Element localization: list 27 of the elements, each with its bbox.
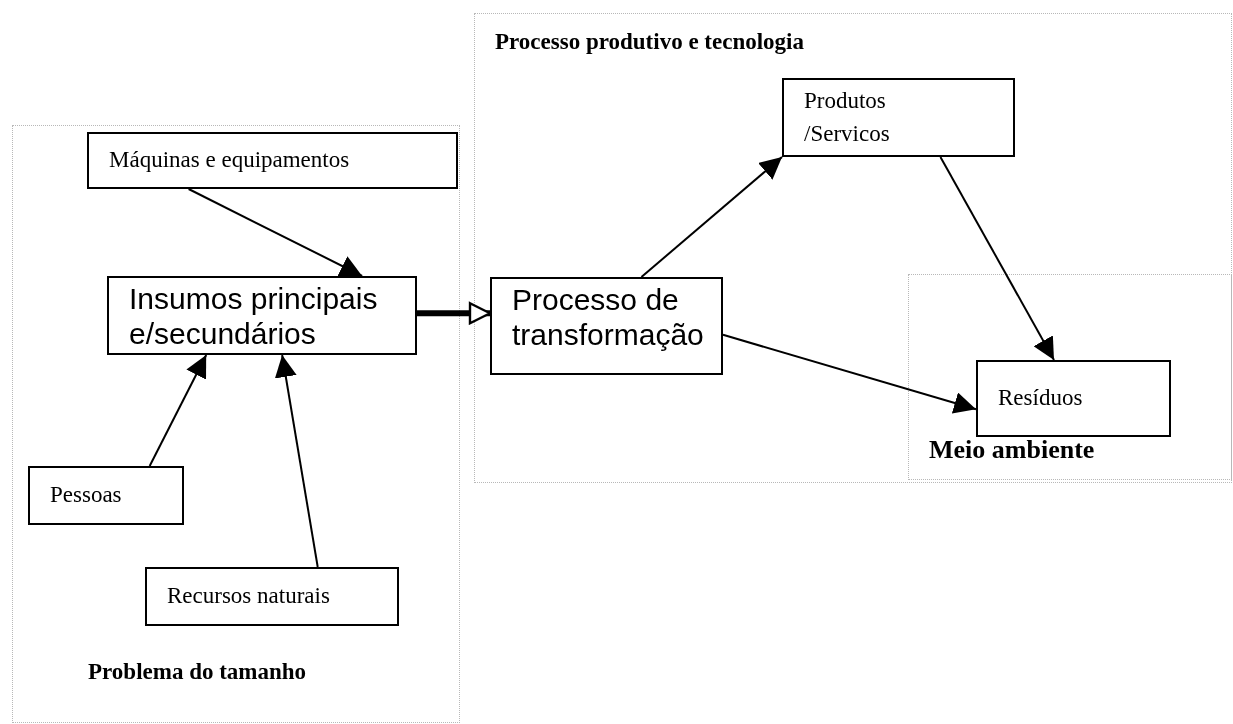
process-box [490,277,723,375]
box-label: Produtos /Servicos [804,87,891,148]
region-heading: Processo produtivo e tecnologia [495,29,804,55]
process-box [976,360,1171,437]
box-label: Insumos principais e/secundários [129,282,379,351]
arrow [187,188,364,277]
arrow [939,156,1055,361]
process-box [107,276,417,355]
process-box [28,466,184,525]
region-heading: Meio ambiente [929,435,1095,465]
arrow [722,333,977,414]
arrow [274,354,319,568]
arrow [148,354,208,467]
arrow [417,302,492,325]
process-box [782,78,1015,157]
region-heading: Problema do tamanho [88,659,307,685]
arrow [640,156,783,278]
box-label: Pessoas [50,481,122,510]
box-label: Processo de transformação [512,283,705,352]
dotted-region [12,125,460,723]
process-box [145,567,399,626]
box-label: Recursos naturais [167,582,330,611]
dotted-region [908,274,1232,480]
process-box [87,132,458,189]
box-label: Máquinas e equipamentos [109,146,350,175]
box-label: Resíduos [998,384,1083,413]
dotted-region [474,13,1232,483]
